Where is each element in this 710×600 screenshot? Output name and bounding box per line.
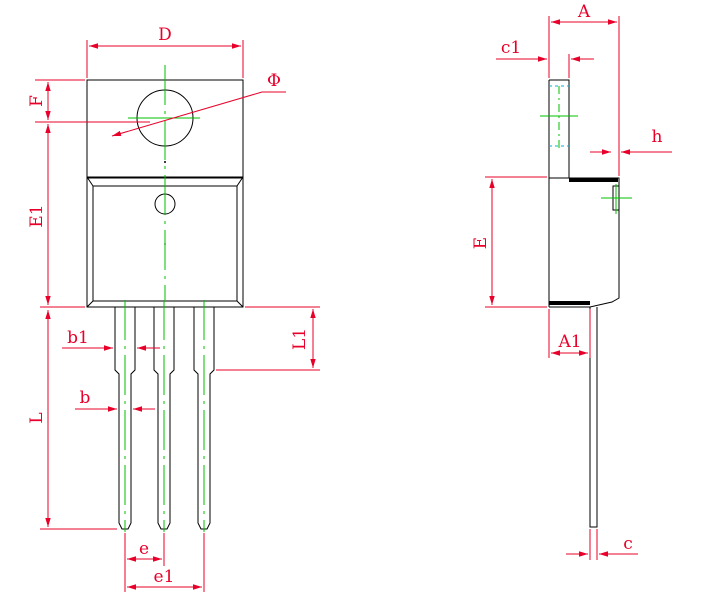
side-lead-outline [589, 307, 598, 528]
label-F: F [27, 95, 47, 107]
side-dimensions: A c1 h E A1 c [471, 2, 672, 560]
label-b1: b1 [67, 328, 89, 348]
dim-phi-leader [111, 91, 263, 137]
label-E1: E1 [27, 204, 47, 227]
front-view [86, 65, 244, 532]
label-A1: A1 [557, 332, 581, 352]
label-e1: e1 [154, 567, 175, 587]
label-D: D [158, 25, 172, 45]
label-c1: c1 [501, 38, 521, 58]
label-e: e [139, 539, 149, 559]
body-outline-inner [86, 176, 244, 308]
label-b: b [80, 388, 91, 408]
side-body-outline [549, 177, 620, 308]
label-c: c [623, 534, 633, 554]
label-E: E [471, 237, 491, 249]
label-h: h [652, 127, 663, 147]
side-tab-outline [548, 79, 570, 307]
front-dimensions: D Φ F E1 L b1 b L1 e [27, 25, 320, 592]
label-A: A [577, 2, 591, 22]
side-view [540, 79, 632, 528]
center-dot [164, 161, 166, 163]
label-Phi: Φ [267, 71, 281, 91]
label-L1: L1 [290, 328, 310, 350]
label-L: L [27, 412, 47, 423]
